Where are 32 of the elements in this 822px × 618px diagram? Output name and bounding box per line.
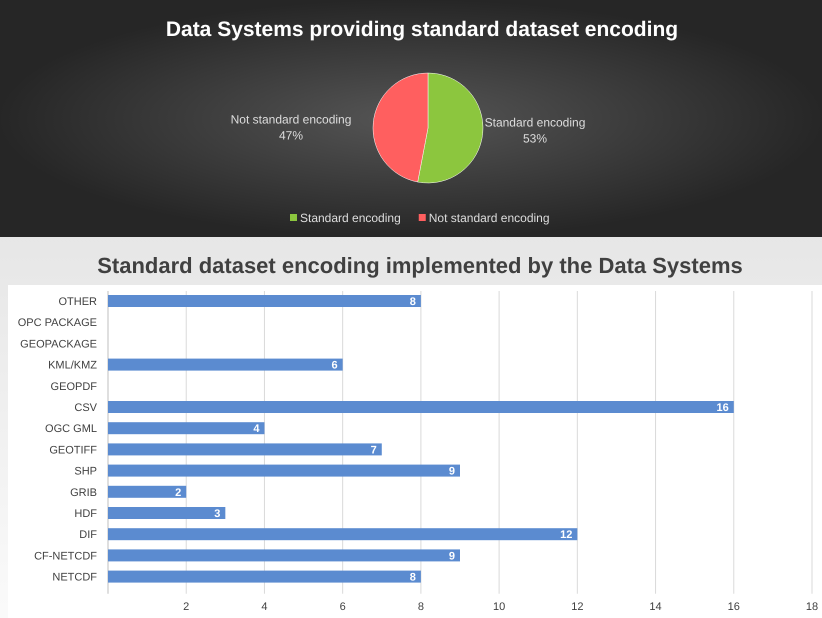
category-label: GEOPACKAGE <box>20 338 97 350</box>
data-label: 12 <box>560 529 572 542</box>
data-label: 3 <box>214 508 220 520</box>
data-label: 2 <box>175 486 182 499</box>
data-label: 6 <box>332 360 338 372</box>
chart-title: Standard dataset encoding implemented by the Data Systems <box>97 253 743 278</box>
category-label: CF-NETCDF <box>34 550 97 562</box>
chart-title: Data Systems providing standard dataset encoding <box>166 18 678 41</box>
data-label: 7 <box>370 444 377 456</box>
category-label: GEOTIFF <box>49 444 97 456</box>
data-label: 9 <box>448 550 455 562</box>
legend-label: Standard encoding <box>300 211 401 225</box>
category-label: HDF <box>74 508 97 520</box>
data-label: 8 <box>410 296 416 308</box>
category-label: DIF <box>79 529 97 542</box>
category-label: OGC GML <box>45 423 97 436</box>
category-label: GEOPDF <box>50 380 97 393</box>
category-label: OPC PACKAGE <box>18 317 97 330</box>
category-label: NETCDF <box>52 572 97 584</box>
category-label: CSV <box>74 402 97 414</box>
category-label: SHP <box>74 466 97 478</box>
data-label: Standard encoding 53% <box>484 115 586 146</box>
data-label: 8 <box>410 572 416 584</box>
data-label: 16 <box>716 402 729 414</box>
category-label: KML/KMZ <box>48 360 97 372</box>
data-label: Not standard encoding 47% <box>230 112 352 143</box>
category-label: OTHER <box>58 296 97 308</box>
data-label: 4 <box>253 423 260 436</box>
x-axis: 2 4 6 8 10 12 14 16 18 <box>183 601 818 613</box>
category-label: GRIB <box>70 486 97 499</box>
data-label: 9 <box>448 466 455 478</box>
legend-label: Not standard encoding <box>428 211 550 225</box>
